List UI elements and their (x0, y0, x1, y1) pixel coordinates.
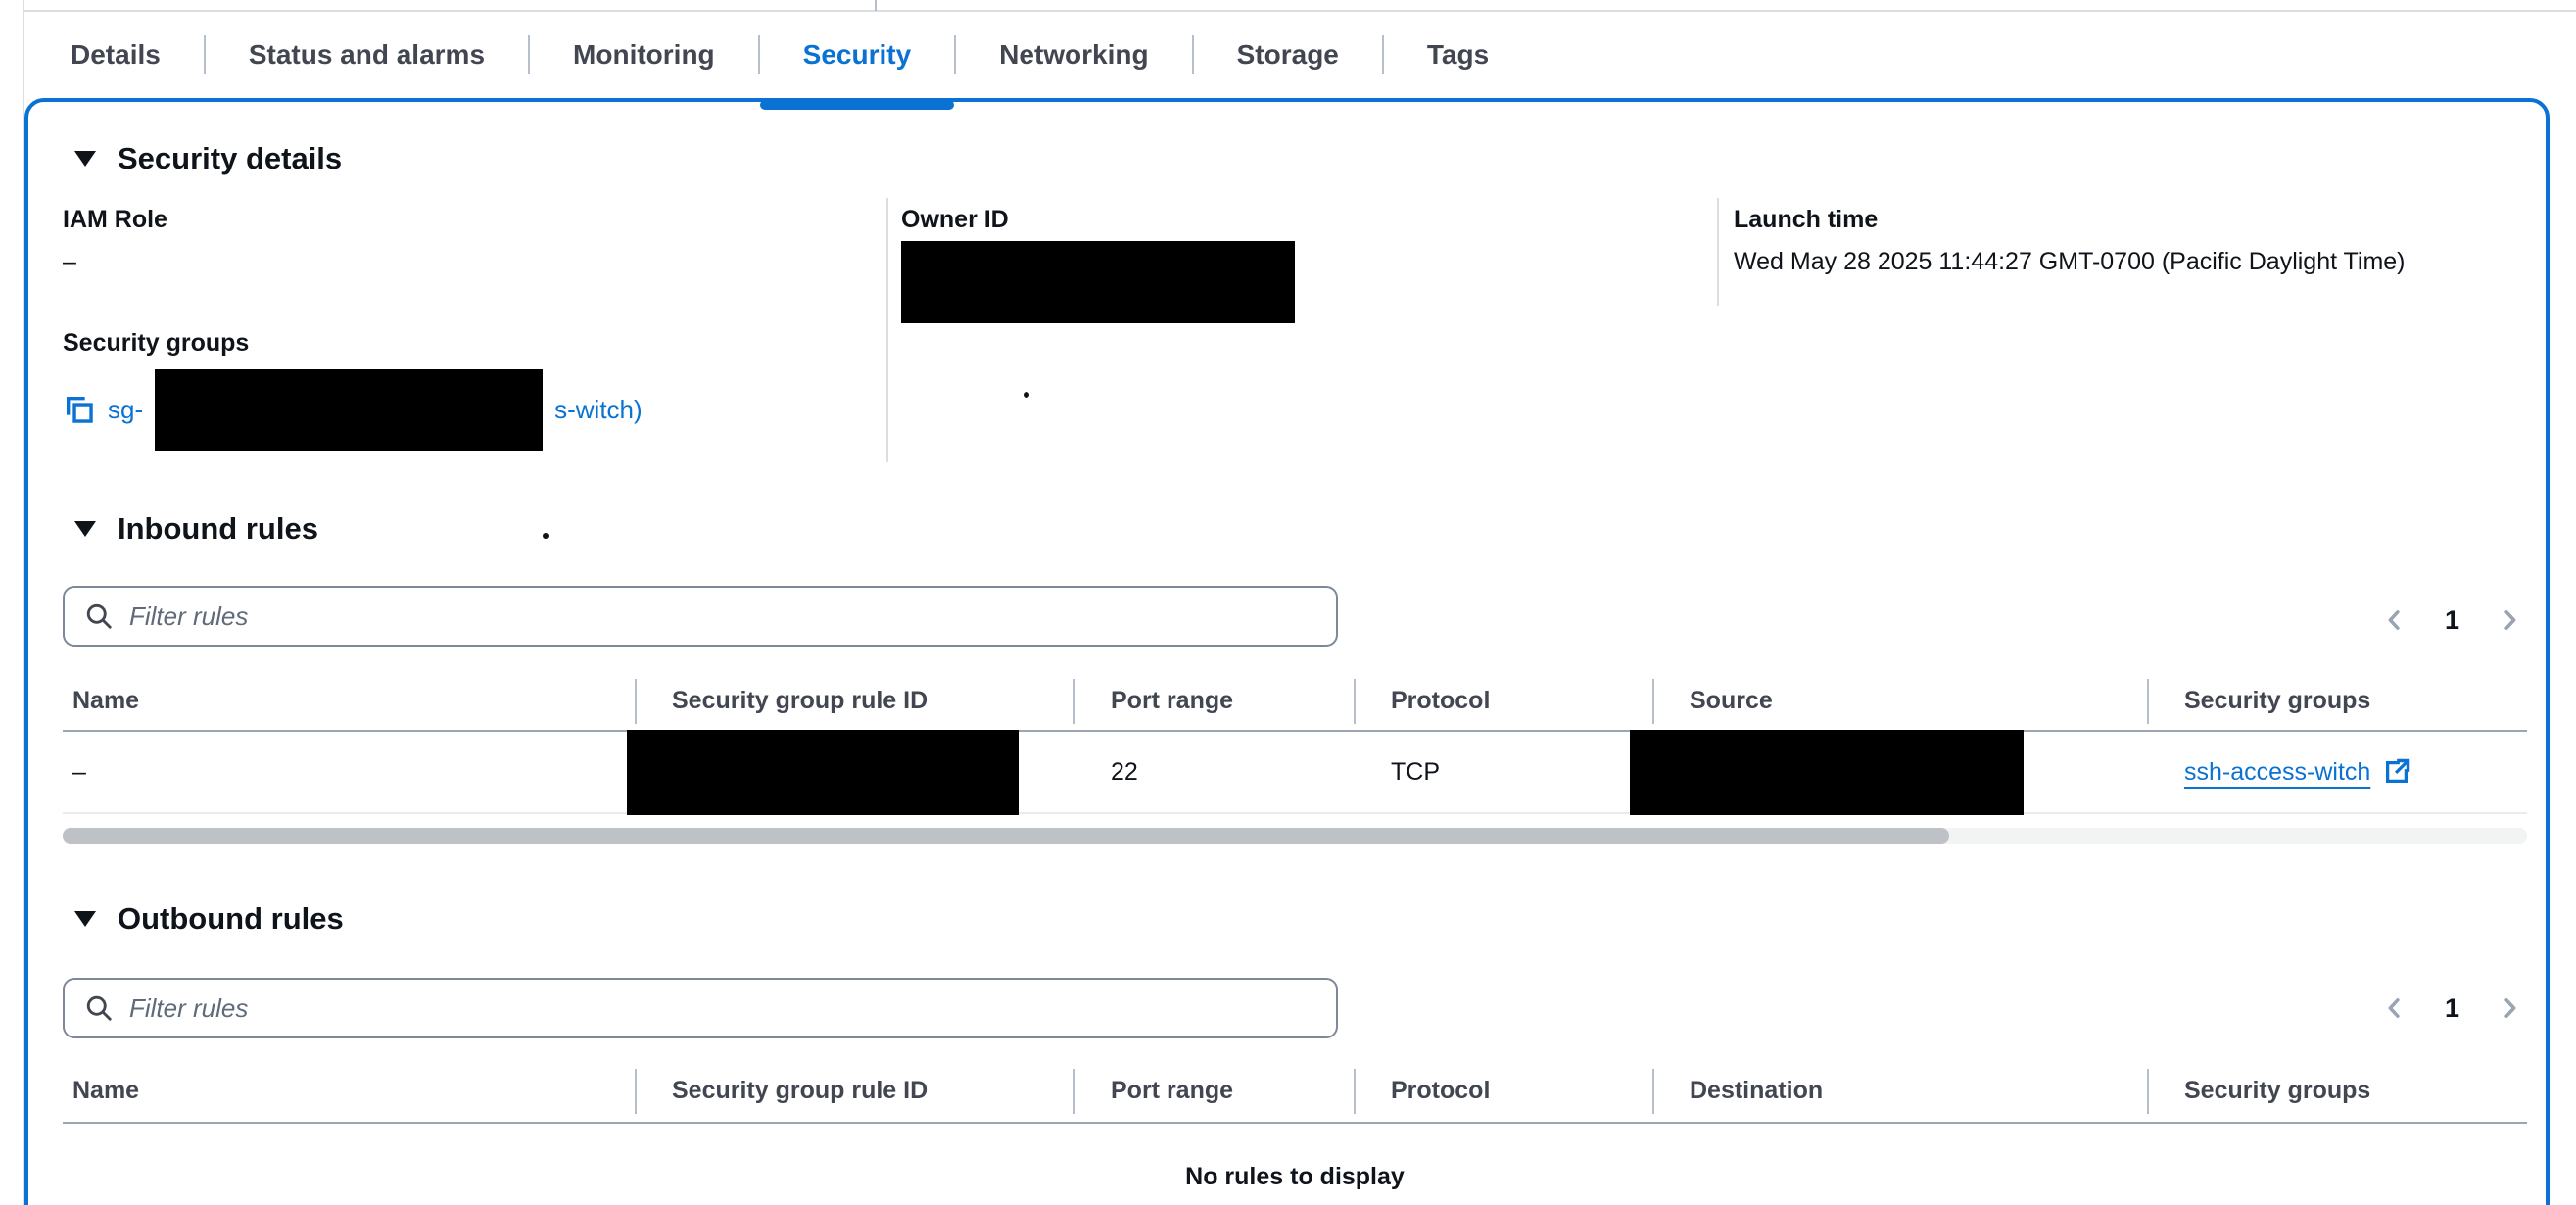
security-group-link-prefix[interactable]: sg- (108, 394, 144, 424)
tab-tags[interactable]: Tags (1384, 12, 1532, 98)
security-group-link-suffix[interactable]: s-witch) (554, 394, 643, 424)
inbound-filter-box (63, 586, 1338, 647)
cell-protocol: TCP (1391, 757, 1440, 786)
inbound-filter-input[interactable] (129, 601, 1316, 632)
empty-table-message: No rules to display (1185, 1163, 1405, 1190)
kv-column-2: Owner ID (901, 204, 1685, 323)
security-group-link-row: sg- s-witch) (63, 368, 866, 451)
tab-status-and-alarms[interactable]: Status and alarms (206, 12, 528, 98)
redacted-security-group-id (155, 368, 544, 451)
tab-divider (528, 35, 531, 74)
chevron-left-icon[interactable] (2381, 606, 2409, 634)
security-groups-label: Security groups (63, 329, 250, 357)
inbound-pagination: 1 (2381, 596, 2523, 645)
tab-divider (1191, 35, 1194, 74)
tab-divider (954, 35, 957, 74)
column-header-rule-id: Security group rule ID (635, 687, 1073, 715)
search-icon (86, 995, 112, 1021)
launch-time-value: Wed May 28 2025 11:44:27 GMT-0700 (Pacif… (1734, 248, 2406, 275)
tab-label: Details (71, 39, 161, 70)
column-header-name: Name (72, 1077, 140, 1104)
current-page-number[interactable]: 1 (2444, 992, 2460, 1023)
column-header-port-range: Port range (1073, 687, 1354, 715)
current-page-number[interactable]: 1 (2444, 604, 2460, 635)
tab-label: Status and alarms (248, 39, 486, 70)
redacted-owner-id (901, 241, 1295, 323)
table-row: – 22 TCP ssh-access-witch (63, 732, 2527, 814)
tab-label: Tags (1426, 39, 1490, 70)
tab-divider (757, 35, 760, 74)
kv-column-3: Launch time Wed May 28 2025 11:44:27 GMT… (1734, 204, 2537, 278)
caret-down-icon (74, 521, 96, 537)
column-divider (1717, 198, 1719, 306)
outbound-rules-expander[interactable]: Outbound rules (72, 901, 344, 937)
table-header-row: Name Security group rule ID Port range P… (63, 672, 2527, 732)
column-header-source: Source (1652, 687, 2147, 715)
kv-column-1: IAM Role – Security groups sg- s-witch) (63, 204, 866, 451)
caret-down-icon (74, 151, 96, 167)
column-header-port-range: Port range (1073, 1077, 1354, 1105)
owner-id-label: Owner ID (901, 206, 1009, 233)
tab-label: Monitoring (573, 39, 715, 70)
column-header-protocol: Protocol (1354, 1077, 1652, 1105)
security-details-expander[interactable]: Security details (72, 141, 342, 176)
horizontal-scrollbar-thumb[interactable] (63, 828, 1949, 844)
tab-monitoring[interactable]: Monitoring (530, 12, 758, 98)
chevron-left-icon[interactable] (2381, 994, 2409, 1022)
tab-label: Networking (999, 39, 1149, 70)
tab-details[interactable]: Details (27, 12, 204, 98)
launch-time-label: Launch time (1734, 206, 1879, 233)
section-title-text: Outbound rules (118, 901, 344, 936)
copy-icon[interactable] (63, 393, 96, 426)
external-link-icon (2386, 758, 2410, 783)
table-header-row: Name Security group rule ID Port range P… (63, 1060, 2527, 1124)
tab-label: Storage (1236, 39, 1339, 70)
layout-left-rule (23, 0, 24, 1205)
section-title-text: Security details (118, 141, 343, 175)
search-icon (86, 603, 112, 629)
cell-port-range: 22 (1111, 757, 1138, 786)
tab-divider (1381, 35, 1384, 74)
security-tab-panel: Security details IAM Role – Security gro… (24, 98, 2550, 1205)
caret-down-icon (74, 911, 96, 927)
column-divider (886, 198, 888, 462)
inbound-rules-table: Name Security group rule ID Port range P… (63, 672, 2527, 844)
chevron-right-icon[interactable] (2496, 994, 2523, 1022)
stray-dot (543, 533, 549, 539)
column-header-rule-id: Security group rule ID (635, 1077, 1073, 1105)
tab-strip: Details Status and alarms Monitoring Sec… (27, 12, 1532, 110)
redacted-rule-id (627, 730, 1019, 815)
column-header-security-groups: Security groups (2147, 687, 2527, 715)
inbound-rules-expander[interactable]: Inbound rules (72, 511, 318, 547)
iam-role-label: IAM Role (63, 206, 167, 233)
iam-role-value: – (63, 248, 76, 275)
column-header-destination: Destination (1652, 1077, 2147, 1105)
tab-label: Security (802, 39, 912, 70)
redacted-source (1630, 730, 2024, 815)
tab-divider (203, 35, 206, 74)
outbound-pagination: 1 (2381, 984, 2523, 1033)
outbound-filter-box (63, 978, 1338, 1038)
tab-storage[interactable]: Storage (1194, 12, 1382, 98)
column-header-security-groups: Security groups (2147, 1077, 2527, 1105)
cell-security-group: ssh-access-witch (2147, 757, 2527, 787)
chevron-right-icon[interactable] (2496, 606, 2523, 634)
column-header-protocol: Protocol (1354, 687, 1652, 715)
layout-top-rule (23, 10, 2576, 12)
section-title-text: Inbound rules (118, 511, 318, 546)
horizontal-scrollbar-track[interactable] (63, 828, 2527, 844)
stray-dot (1024, 392, 1029, 398)
column-header-name: Name (72, 687, 140, 714)
outbound-filter-input[interactable] (129, 992, 1316, 1024)
layout-divider-stub (875, 0, 877, 11)
tab-networking[interactable]: Networking (956, 12, 1191, 98)
cell-name: – (72, 757, 86, 786)
tab-security[interactable]: Security (759, 12, 955, 110)
security-group-rule-link[interactable]: ssh-access-witch (2184, 757, 2371, 786)
outbound-rules-table: Name Security group rule ID Port range P… (63, 1060, 2527, 1191)
